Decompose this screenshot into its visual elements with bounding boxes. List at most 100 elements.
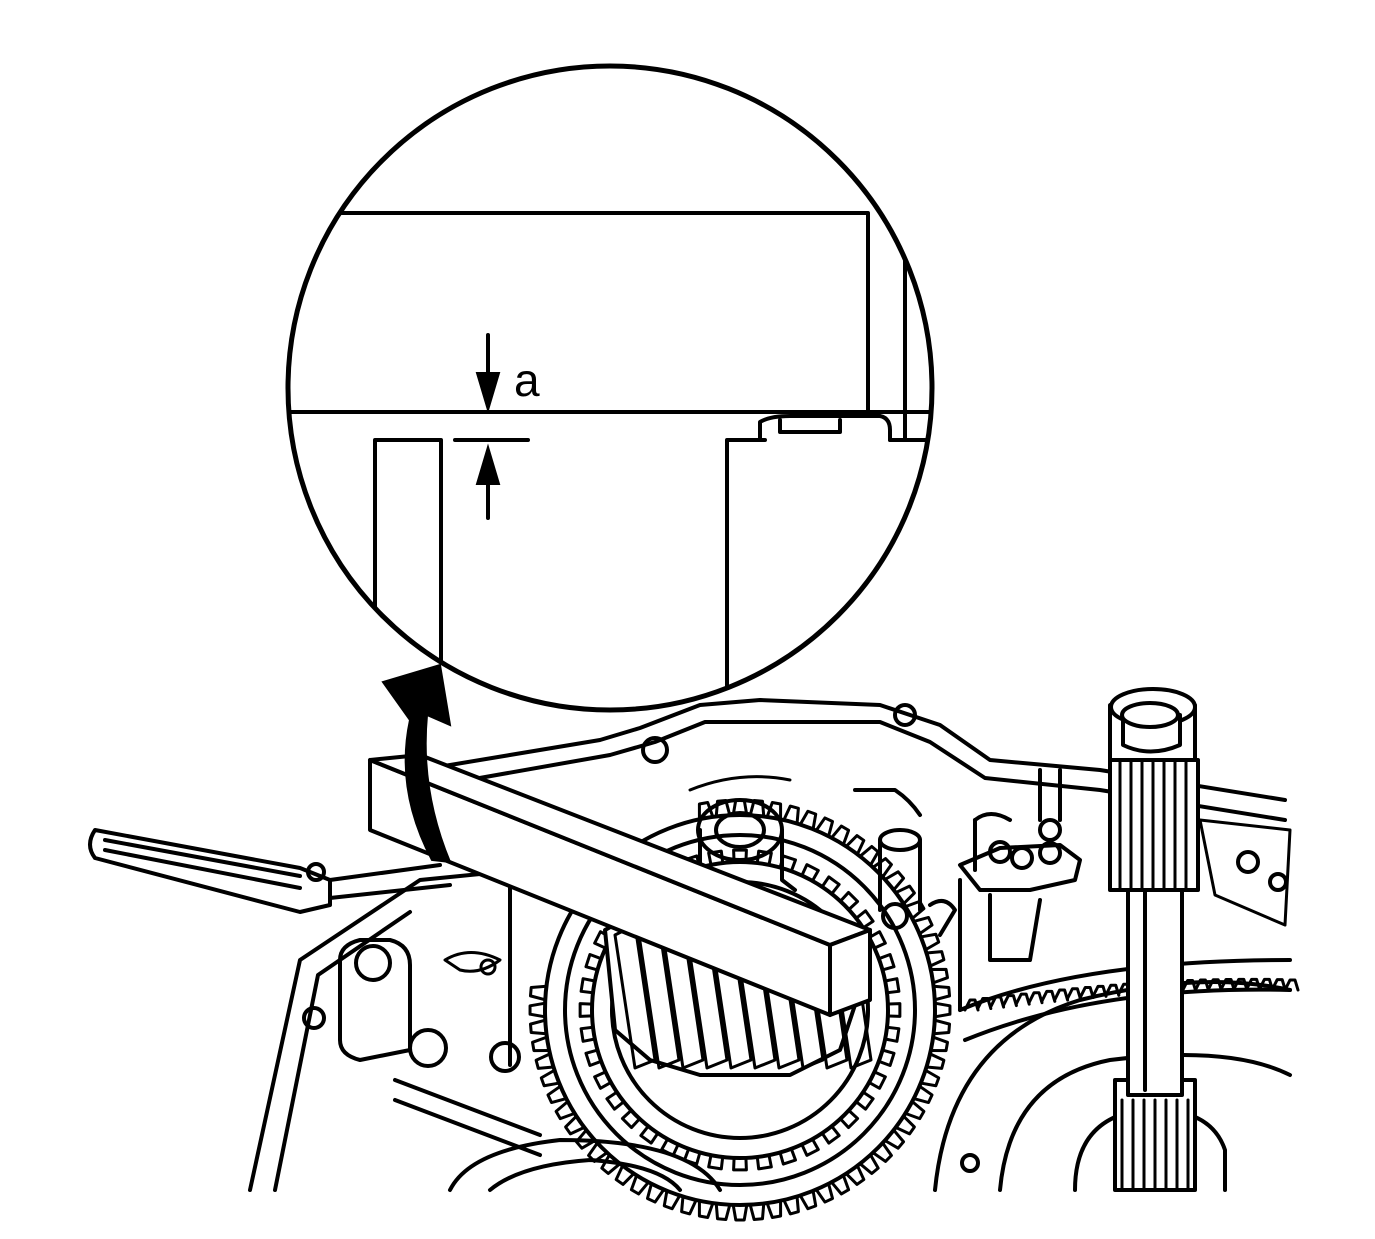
differential-tooth <box>1091 984 1108 998</box>
gear-tooth <box>932 984 952 1002</box>
differential-tooth <box>1027 991 1044 1005</box>
gear-tooth <box>680 1194 698 1216</box>
synchro-tooth <box>755 1153 773 1171</box>
gear-tooth <box>814 1182 835 1204</box>
synchro-tooth <box>800 863 820 883</box>
gear-tooth <box>894 1114 916 1136</box>
gear-tooth <box>919 1068 941 1088</box>
synchro-tooth <box>854 1090 875 1111</box>
gear-tooth <box>546 1084 568 1105</box>
differential-tooth <box>1053 988 1070 1002</box>
synchro-tooth <box>877 1048 896 1067</box>
differential-tooth <box>1104 983 1121 997</box>
gear-tooth <box>697 1199 715 1219</box>
gear-tooth <box>933 1001 952 1019</box>
synchro-tooth <box>800 1137 820 1157</box>
synchro-tooth <box>820 1124 841 1145</box>
gear-tooth <box>871 1141 893 1163</box>
synchro-tooth <box>854 909 875 930</box>
differential-tooth <box>1193 978 1210 992</box>
synchro-tooth <box>579 977 597 995</box>
gear-tooth <box>534 1052 556 1070</box>
gear-tooth <box>844 1164 866 1186</box>
gear-tooth <box>903 1100 926 1121</box>
straight-edge <box>368 753 872 1017</box>
gear-tooth <box>782 1194 800 1216</box>
gear-tooth <box>531 1035 551 1053</box>
differential-tooth <box>1219 977 1236 991</box>
lower-bearing-cover <box>448 1138 722 1192</box>
gear-tooth <box>564 1114 586 1136</box>
gear-tooth <box>629 1173 650 1196</box>
gear-tooth <box>883 870 906 892</box>
gear-tooth <box>929 967 949 985</box>
shift-block <box>508 768 1082 1067</box>
synchro-tooth <box>886 1002 902 1018</box>
synchro-tooth <box>883 1025 901 1043</box>
differential-tooth <box>1206 978 1223 992</box>
synchro-tooth <box>660 1137 680 1157</box>
differential-tooth <box>1040 989 1057 1003</box>
gear-tooth <box>798 1189 818 1211</box>
gear-tooth <box>883 1128 906 1150</box>
synchro-tooth <box>707 1153 725 1171</box>
gear-tooth <box>830 1173 851 1196</box>
clearance-dimension-arrows <box>475 333 501 520</box>
synchro-tooth <box>867 1070 887 1090</box>
gear-tooth <box>924 1052 946 1070</box>
differential-tooth <box>976 997 993 1011</box>
synchro-tooth <box>838 890 860 912</box>
synchro-tooth <box>683 1147 702 1166</box>
gear-tooth <box>858 1153 880 1176</box>
synchro-tooth <box>605 1090 626 1111</box>
differential-tooth <box>1257 977 1274 991</box>
gear-tooth <box>614 1164 636 1186</box>
synchro-tooth <box>584 1048 603 1067</box>
gear-tooth <box>645 1182 666 1204</box>
gear-tooth <box>731 1203 749 1222</box>
gear-tooth <box>600 1153 622 1176</box>
synchro-tooth <box>584 953 603 972</box>
synchro-tooth <box>593 1070 613 1090</box>
gear-tooth <box>919 932 941 952</box>
gear-tooth <box>539 1068 561 1088</box>
feeler-gauge <box>88 828 452 914</box>
gear-tooth <box>574 1128 597 1150</box>
synchro-tooth <box>867 930 887 950</box>
gear-tooth <box>858 844 880 867</box>
detail-magnifier: a <box>285 63 935 713</box>
curved-arrow-to-detail <box>381 663 452 864</box>
clearance-label: a <box>514 354 540 406</box>
case-boss-left <box>338 938 542 1157</box>
gear-tooth <box>929 1035 949 1053</box>
differential-tooth <box>963 998 980 1012</box>
gear-tooth <box>587 1141 609 1163</box>
gear-tooth <box>830 824 851 847</box>
synchro-tooth <box>579 1025 597 1043</box>
gear-tooth <box>798 809 818 831</box>
gear-tooth <box>528 1001 547 1019</box>
differential-tooth <box>1078 986 1095 1000</box>
differential-tooth <box>1232 977 1249 991</box>
synchro-tooth <box>620 1108 642 1130</box>
synchro-tooth <box>778 1147 797 1166</box>
differential-tooth <box>1014 992 1031 1006</box>
gear-tooth <box>714 1202 732 1222</box>
gear-tooth <box>894 884 916 906</box>
synchro-tooth <box>877 953 896 972</box>
differential-tooth <box>1283 978 1300 992</box>
differential-tooth <box>989 995 1006 1009</box>
gear-tooth <box>528 1018 548 1036</box>
gear-tooth <box>912 1084 934 1105</box>
gear-tooth <box>782 804 800 826</box>
gear-tooth <box>748 1202 766 1222</box>
synchro-tooth <box>732 1156 748 1172</box>
differential-tooth <box>1065 987 1082 1001</box>
synchro-tooth <box>820 875 841 896</box>
gear-tooth <box>528 984 548 1002</box>
gear-tooth <box>924 950 946 968</box>
differential-tooth <box>1001 994 1018 1008</box>
gear-tooth <box>765 1199 783 1219</box>
